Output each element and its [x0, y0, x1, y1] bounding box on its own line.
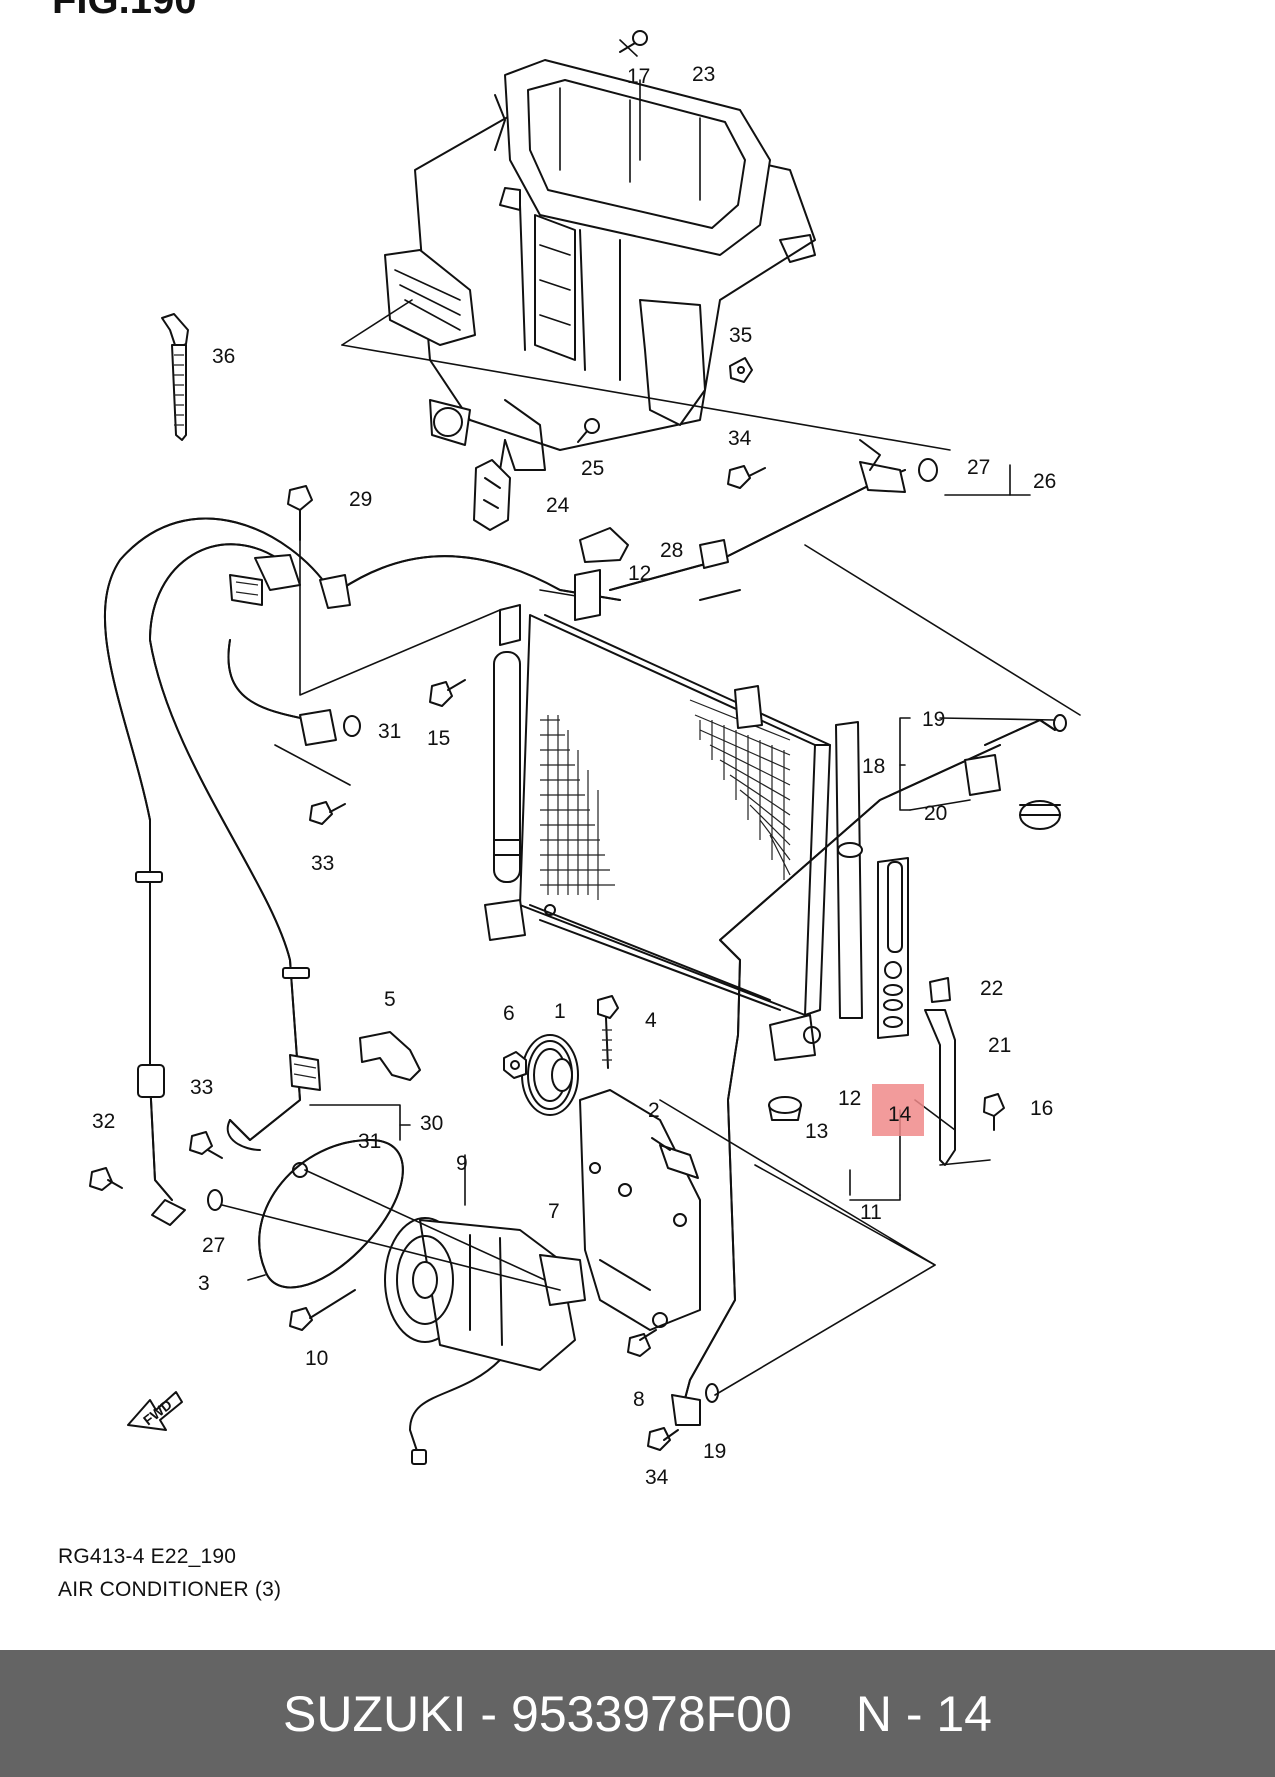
- cable-tie-icon: [161, 313, 189, 441]
- callout-23: 23: [692, 63, 715, 86]
- bolt-icon: [189, 1131, 223, 1159]
- nut-icon: [503, 1051, 527, 1079]
- callout-36: 36: [212, 345, 235, 368]
- bolt-icon: [647, 1427, 679, 1451]
- callout-10: 10: [305, 1347, 328, 1370]
- callout-31a: 31: [378, 720, 401, 743]
- highlight-box: [872, 1084, 924, 1136]
- bolt-icon: [727, 465, 766, 489]
- bolt-icon: [309, 801, 346, 825]
- callout-24: 24: [546, 494, 570, 517]
- stud-icon: [651, 1137, 699, 1179]
- callout-19a: 19: [922, 708, 945, 731]
- callout-30: 30: [420, 1112, 443, 1135]
- callout-6: 6: [503, 1002, 515, 1025]
- callout-17: 17: [627, 65, 650, 88]
- connector-icon: [359, 1031, 421, 1081]
- callout-34a: 34: [728, 427, 752, 450]
- nut-icon: [729, 357, 753, 383]
- compressor-drawing: [384, 1217, 586, 1465]
- o-ring-icon: [705, 1383, 719, 1403]
- bracket-icon: [473, 459, 511, 531]
- condenser-leaders: [659, 544, 1081, 1396]
- o-ring-icon: [343, 715, 361, 737]
- callout-27b: 27: [202, 1234, 225, 1257]
- bolt-icon: [89, 1167, 123, 1191]
- callout-31b: 31: [358, 1130, 381, 1153]
- callout-33a: 33: [311, 852, 334, 875]
- callout-9: 9: [456, 1152, 468, 1175]
- callout-labels: 1 2 3 4 5 6 7 8 9 10 11 12 12 13 15 16 1…: [92, 63, 1056, 1489]
- callout-27a: 27: [967, 456, 990, 479]
- callout-12a: 12: [628, 562, 651, 585]
- clip-icon: [835, 721, 863, 1019]
- bracket-icon: [579, 527, 629, 563]
- pulley-icon: [521, 1034, 579, 1116]
- pressure-switch-drawing: [964, 714, 1067, 830]
- screw-icon: [619, 30, 648, 53]
- callout-33b: 33: [190, 1076, 213, 1099]
- callout-18: 18: [862, 755, 885, 778]
- callout-13: 13: [805, 1120, 828, 1143]
- cushion-icon: [768, 1096, 802, 1121]
- figure-name: AIR CONDITIONER (3): [58, 1578, 282, 1601]
- callout-21: 21: [988, 1034, 1011, 1057]
- callout-32: 32: [92, 1110, 115, 1133]
- callout-14: 14: [888, 1103, 912, 1126]
- callout-16: 16: [1030, 1097, 1053, 1120]
- separator: -: [480, 1685, 498, 1742]
- parts-diagram: FWD 1 2 3 4 5 6 7 8 9 10 11 12 12 13 15 …: [89, 30, 1081, 1489]
- hvac-unit-drawing: [384, 59, 816, 471]
- callout-3: 3: [198, 1272, 210, 1295]
- callout-15: 15: [427, 727, 450, 750]
- compressor-bracket-drawing: [579, 1089, 701, 1331]
- suction-hose-drawing: [104, 517, 621, 1226]
- bolt-icon: [627, 1329, 657, 1357]
- part-number: 9533978F00: [511, 1685, 792, 1742]
- condenser-drawing: [484, 569, 831, 1061]
- callout-11: 11: [860, 1201, 882, 1224]
- callout-29: 29: [349, 488, 372, 511]
- callout-22: 22: [980, 977, 1003, 1000]
- callout-19b: 19: [703, 1440, 726, 1463]
- callout-5: 5: [384, 988, 396, 1011]
- o-ring-icon: [207, 1189, 223, 1211]
- callout-35: 35: [729, 324, 752, 347]
- screw-icon: [577, 418, 600, 443]
- callout-28: 28: [660, 539, 683, 562]
- callout-8: 8: [633, 1388, 645, 1411]
- callout-20: 20: [924, 802, 947, 825]
- reference-label: N - 14: [855, 1685, 992, 1742]
- part-footer-bar: SUZUKI - 9533978F00 N - 14: [0, 1650, 1275, 1777]
- brand-label: SUZUKI: [283, 1685, 467, 1742]
- callout-4: 4: [645, 1009, 657, 1032]
- o-ring-icon: [292, 1162, 308, 1178]
- liquid-pipe-drawing: [529, 744, 1001, 1426]
- desiccant-icon: [877, 857, 909, 1039]
- group-brackets: [309, 464, 1056, 1201]
- callout-7: 7: [548, 1200, 560, 1223]
- discharge-pipe-drawing: [609, 439, 938, 601]
- callout-1: 1: [554, 1000, 566, 1023]
- figure-title: FIG.190: [52, 0, 197, 22]
- bolt-icon: [983, 1093, 1005, 1131]
- figure-code: RG413-4 E22_190: [58, 1545, 237, 1568]
- bolt-icon: [429, 679, 466, 707]
- callout-25: 25: [581, 457, 604, 480]
- callout-12b: 12: [838, 1087, 861, 1110]
- compressor-leaders: [221, 1154, 561, 1291]
- bolt-icon: [287, 485, 313, 541]
- callout-2: 2: [648, 1099, 660, 1122]
- belt-icon: [258, 1139, 404, 1289]
- bolt-icon: [597, 995, 619, 1069]
- callout-34b: 34: [645, 1466, 669, 1489]
- fwd-arrow-icon: FWD: [127, 1391, 183, 1431]
- callout-26: 26: [1033, 470, 1056, 493]
- bolt-icon: [289, 1289, 356, 1331]
- bracket-icon: [924, 977, 956, 1166]
